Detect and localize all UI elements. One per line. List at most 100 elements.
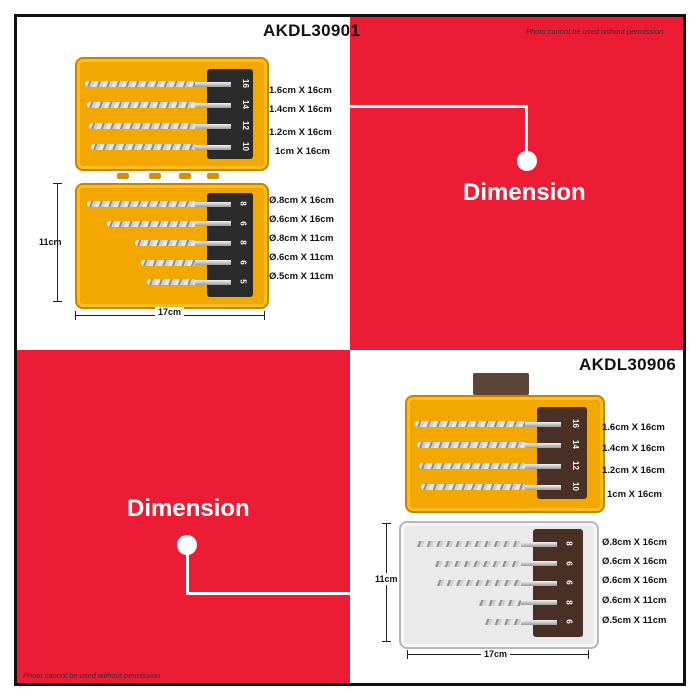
holder-size-number: 10 xyxy=(570,482,580,491)
bottom-size-label: Ø.8cm X 16cm xyxy=(602,537,667,548)
top-dimension-title: Dimension xyxy=(463,179,586,206)
drill-shank xyxy=(195,279,231,285)
top-size-label: Ø.6cm X 16cm xyxy=(269,214,334,225)
drill-shank xyxy=(195,240,231,246)
holder-size-number: 6 xyxy=(238,220,248,226)
holder-size-number: 16 xyxy=(570,419,580,428)
drill-shank xyxy=(521,580,557,586)
drill-bit xyxy=(421,484,525,490)
holder-size-number: 5 xyxy=(238,279,248,284)
drill-bit xyxy=(91,144,195,150)
top-permission-note: Photo cannot be used without permission xyxy=(526,27,664,36)
drill-shank xyxy=(525,463,561,469)
bottom-height-tick xyxy=(382,523,391,524)
drill-shank xyxy=(195,123,231,129)
drill-shank xyxy=(525,421,561,427)
bottom-callout-line xyxy=(186,545,189,595)
drill-bit xyxy=(87,201,195,207)
product-frame: AKDL30901 Photo cannot be used without p… xyxy=(14,14,686,686)
drill-bit xyxy=(415,421,525,427)
bottom-callout-line xyxy=(186,592,386,595)
holder-size-number: 6 xyxy=(564,619,574,624)
drill-bit xyxy=(417,442,525,448)
bottom-size-label: Ø.6cm X 11cm xyxy=(602,595,667,606)
holder-size-number: 16 xyxy=(240,79,250,88)
bottom-size-label: Ø.6cm X 16cm xyxy=(602,556,667,567)
top-size-label: 1.2cm X 16cm xyxy=(269,127,332,138)
bottom-width-tick xyxy=(407,650,408,659)
holder-size-number: 14 xyxy=(240,100,250,109)
top-callout-line xyxy=(345,105,528,108)
bottom-width-tick xyxy=(588,650,589,659)
drill-shank xyxy=(521,600,557,605)
top-model-number: AKDL30901 xyxy=(263,21,361,40)
top-size-label: 1cm X 16cm xyxy=(275,146,330,157)
drill-shank xyxy=(195,221,231,226)
holder-size-number: 8 xyxy=(564,541,574,546)
holder-size-number: 12 xyxy=(570,461,580,470)
bottom-size-label: 1.2cm X 16cm xyxy=(602,465,665,476)
bottom-dimension-title: Dimension xyxy=(127,495,250,522)
drill-shank xyxy=(195,260,231,265)
bottom-height-value: 11cm xyxy=(375,573,398,585)
drill-shank xyxy=(525,442,561,448)
drill-bit xyxy=(141,259,195,266)
case-latch xyxy=(473,373,529,395)
top-size-label: Ø.8cm X 16cm xyxy=(269,195,334,206)
hinge xyxy=(207,173,219,179)
holder-size-number: 8 xyxy=(564,599,574,605)
drill-bit xyxy=(135,240,195,246)
holder-size-number: 8 xyxy=(238,240,248,245)
drill-bit xyxy=(147,279,195,285)
hinge xyxy=(117,173,129,179)
drill-bit xyxy=(433,560,521,567)
top-width-tick xyxy=(264,311,265,320)
drill-shank xyxy=(195,201,231,207)
drill-bit xyxy=(415,541,521,547)
drill-bit xyxy=(419,463,525,469)
drill-shank xyxy=(521,619,557,625)
top-size-label: 1.4cm X 16cm xyxy=(269,104,332,115)
bottom-size-label: 1.4cm X 16cm xyxy=(602,443,665,454)
drill-bit xyxy=(477,599,521,606)
drill-shank xyxy=(525,484,561,490)
bottom-width-value: 17cm xyxy=(481,649,511,659)
drill-bit xyxy=(89,123,195,129)
top-height-line xyxy=(57,183,58,301)
holder-size-number: 6 xyxy=(564,580,574,585)
top-height-tick xyxy=(53,183,62,184)
drill-bit xyxy=(435,580,521,586)
bottom-permission-note: Photo cannot be used without permission xyxy=(23,671,161,680)
holder-size-number: 6 xyxy=(564,560,574,566)
holder-size-number: 14 xyxy=(570,440,580,449)
hinge xyxy=(149,173,161,179)
drill-shank xyxy=(195,144,231,150)
hinge xyxy=(179,173,191,179)
bottom-model-number: AKDL30906 xyxy=(579,355,677,374)
drill-bit xyxy=(85,81,195,87)
bottom-size-label: Ø.5cm X 11cm xyxy=(602,615,667,626)
top-width-tick xyxy=(75,311,76,320)
holder-size-number: 8 xyxy=(238,201,248,206)
drill-bit xyxy=(107,220,195,227)
bottom-left-panel xyxy=(17,350,350,683)
bottom-height-tick xyxy=(382,641,391,642)
drill-bit xyxy=(87,102,195,108)
top-size-label: Ø.5cm X 11cm xyxy=(269,271,334,282)
top-height-tick xyxy=(53,301,62,302)
bottom-size-label: 1cm X 16cm xyxy=(607,489,662,500)
drill-shank xyxy=(195,102,231,108)
drill-shank xyxy=(195,81,231,87)
bottom-size-label: Ø.6cm X 16cm xyxy=(602,575,667,586)
holder-size-number: 10 xyxy=(240,142,250,151)
top-size-label: Ø.8cm X 11cm xyxy=(269,233,334,244)
holder-size-number: 12 xyxy=(240,121,250,130)
top-size-label: 1.6cm X 16cm xyxy=(269,85,332,96)
holder-size-number: 6 xyxy=(238,259,248,265)
top-size-label: Ø.6cm X 11cm xyxy=(269,252,334,263)
top-width-value: 17cm xyxy=(155,307,185,317)
top-callout-line xyxy=(525,105,528,159)
top-right-panel xyxy=(350,17,683,350)
drill-bit xyxy=(483,619,521,625)
drill-shank xyxy=(521,541,557,547)
